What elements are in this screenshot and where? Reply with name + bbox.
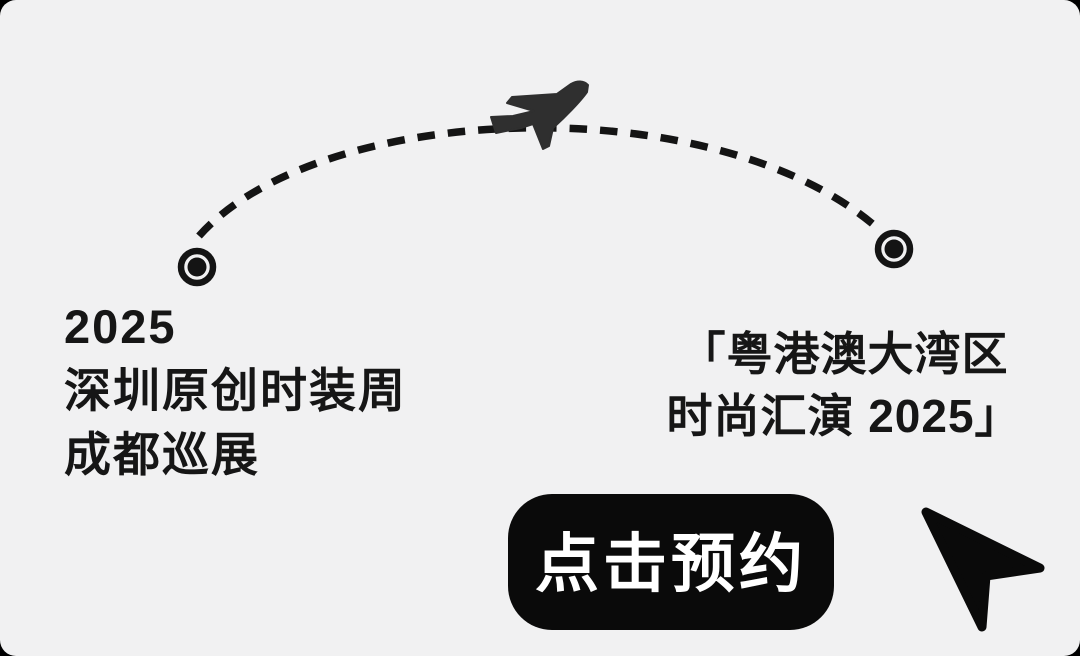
mouse-pointer-shape — [921, 507, 1045, 632]
flight-path-arc — [196, 124, 885, 239]
origin-label-year: 2025 — [64, 300, 177, 353]
destination-label-line1: 「粤港澳大湾区 — [679, 328, 1009, 380]
origin-label: 2025 深圳原创时装周 成都巡展 — [64, 295, 407, 487]
mouse-pointer-icon — [921, 507, 1045, 632]
origin-label-city: 成都巡展 — [64, 428, 260, 481]
origin-label-event: 深圳原创时装周 — [64, 364, 407, 417]
destination-dot-icon — [874, 229, 914, 269]
origin-dot-icon — [177, 247, 217, 287]
reserve-button[interactable]: 点击预约 — [508, 494, 834, 630]
airplane-icon — [490, 80, 589, 150]
reserve-button-label: 点击预约 — [535, 528, 807, 600]
destination-label-line2: 时尚汇演 2025」 — [666, 390, 1022, 442]
destination-label: 「粤港澳大湾区 时尚汇演 2025」 — [634, 323, 1054, 447]
